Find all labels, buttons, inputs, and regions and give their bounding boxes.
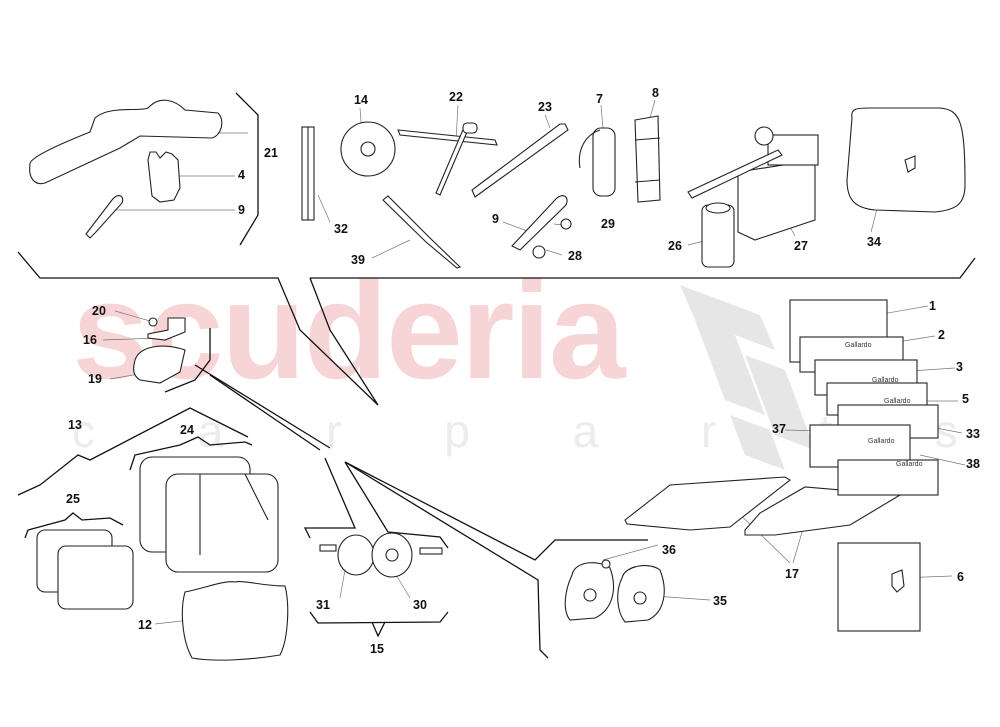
bottle (701, 204, 735, 268)
callout-23[interactable]: 23 (538, 100, 552, 114)
manual-label: Gallardo (868, 438, 895, 445)
callout-9b[interactable]: 9 (492, 212, 499, 226)
callout-35[interactable]: 35 (713, 594, 727, 608)
nut-36 (601, 559, 611, 569)
manual-label: Gallardo (884, 398, 911, 405)
callout-13[interactable]: 13 (68, 418, 82, 432)
jack-handle (471, 123, 569, 198)
callout-36[interactable]: 36 (662, 543, 676, 557)
callout-2[interactable]: 2 (938, 328, 945, 342)
callout-6[interactable]: 6 (957, 570, 964, 584)
callout-4[interactable]: 4 (238, 168, 245, 182)
manual-label: Gallardo (845, 342, 872, 349)
callout-38[interactable]: 38 (966, 457, 980, 471)
callout-20[interactable]: 20 (92, 304, 106, 318)
suitcase-large-front (165, 473, 279, 573)
checkered-flag-watermark (680, 285, 815, 470)
callout-15[interactable]: 15 (370, 642, 384, 656)
wheel-tool (397, 129, 498, 146)
callout-29[interactable]: 29 (601, 217, 615, 231)
callout-9[interactable]: 9 (238, 203, 245, 217)
floor-mat-left (624, 476, 791, 531)
car-cover (29, 99, 223, 185)
nut-20 (148, 317, 158, 327)
callout-31[interactable]: 31 (316, 598, 330, 612)
callout-22[interactable]: 22 (449, 90, 463, 104)
callout-26[interactable]: 26 (668, 239, 682, 253)
buzzer-19 (133, 345, 186, 384)
manual-label: Gallardo (896, 461, 923, 468)
callout-39[interactable]: 39 (351, 253, 365, 267)
bracket-16 (147, 317, 186, 341)
callout-16[interactable]: 16 (83, 333, 97, 347)
callout-7[interactable]: 7 (596, 92, 603, 106)
callout-19[interactable]: 19 (88, 372, 102, 386)
callout-5[interactable]: 5 (962, 392, 969, 406)
horn-31 (337, 534, 375, 576)
nut-29 (560, 218, 572, 230)
manual-38 (837, 459, 939, 496)
suitcase-small-front (57, 545, 134, 610)
spark-plug-wrench-a (85, 195, 124, 239)
screwdriver (382, 195, 462, 269)
callout-12[interactable]: 12 (138, 618, 152, 632)
callout-8[interactable]: 8 (652, 86, 659, 100)
gloves (147, 151, 181, 203)
manual-label: Gallardo (872, 377, 899, 384)
fire-extinguisher (592, 127, 616, 197)
callout-34[interactable]: 34 (867, 235, 881, 249)
callout-25[interactable]: 25 (66, 492, 80, 506)
spark-plug-wrench-b (511, 195, 568, 251)
callout-14[interactable]: 14 (354, 93, 368, 107)
callout-27[interactable]: 27 (794, 239, 808, 253)
soft-bag (181, 581, 289, 661)
callout-33[interactable]: 33 (966, 427, 980, 441)
nut-28 (532, 245, 546, 259)
callout-24[interactable]: 24 (180, 423, 194, 437)
callout-17[interactable]: 17 (785, 567, 799, 581)
callout-32[interactable]: 32 (334, 222, 348, 236)
floor-mat-right (744, 486, 902, 536)
callout-37[interactable]: 37 (772, 422, 786, 436)
tool-roll (634, 115, 661, 203)
callout-21[interactable]: 21 (264, 146, 278, 160)
compressor-kit (737, 159, 816, 241)
callout-30[interactable]: 30 (413, 598, 427, 612)
callout-28[interactable]: 28 (568, 249, 582, 263)
callout-3[interactable]: 3 (956, 360, 963, 374)
document-wallet (837, 542, 921, 632)
callout-1[interactable]: 1 (929, 299, 936, 313)
